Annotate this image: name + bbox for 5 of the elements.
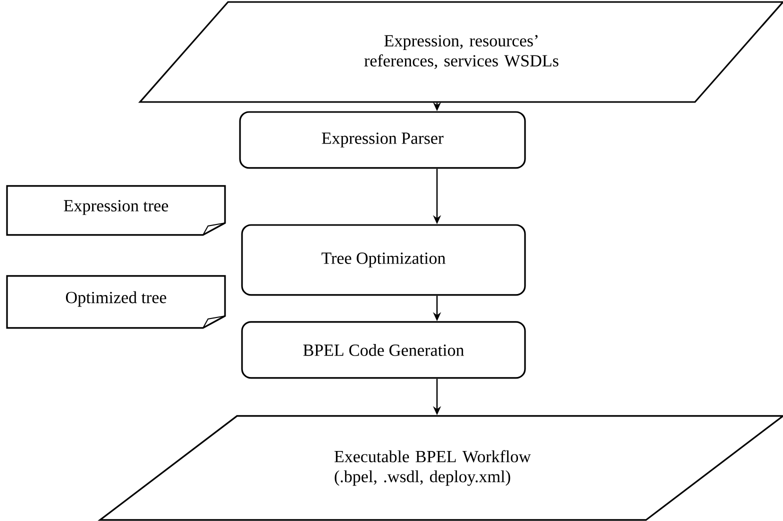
- process-box: Expression Parser: [239, 111, 526, 169]
- note-box: Expression tree: [6, 185, 226, 236]
- process-box: Tree Optimization: [241, 224, 526, 296]
- note-box: Optimized tree: [6, 275, 226, 329]
- process-box: BPEL Code Generation: [241, 321, 526, 379]
